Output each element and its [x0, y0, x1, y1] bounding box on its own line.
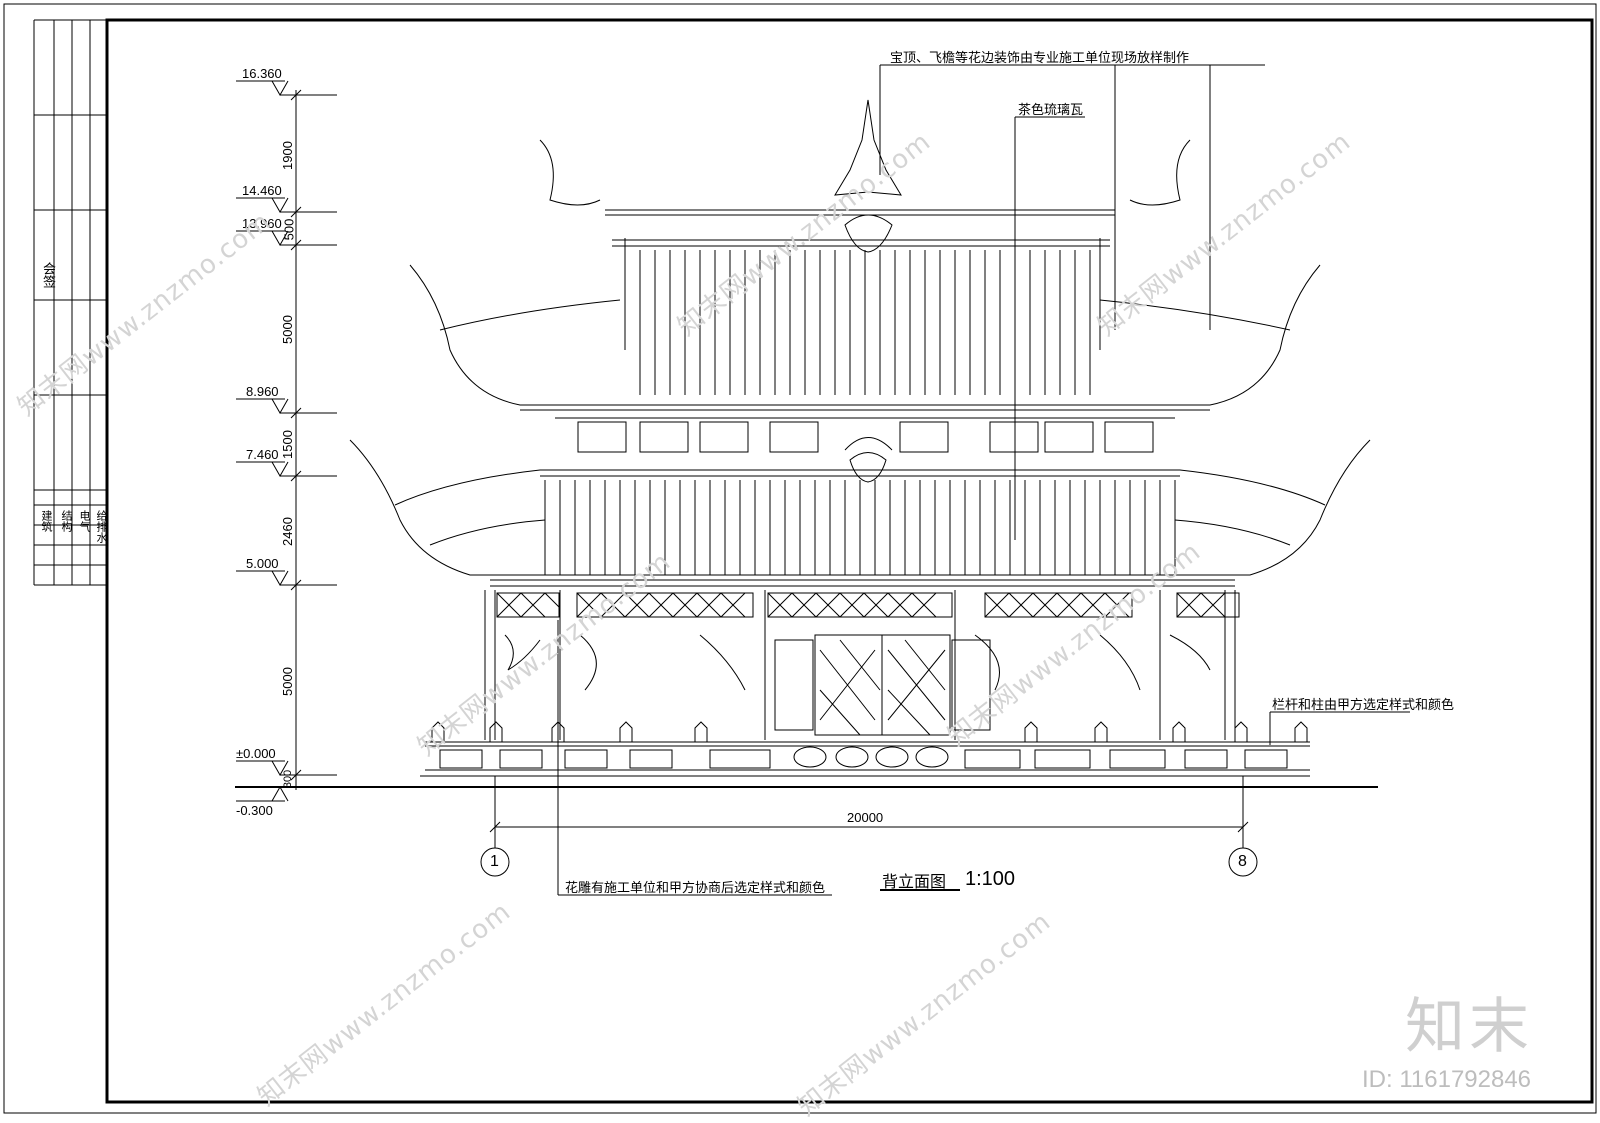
title-block-row-plumbing: 给排水 [95, 510, 108, 543]
axis-bubble-1 [480, 847, 510, 877]
outer-border [3, 3, 1597, 1114]
title-block [33, 19, 107, 586]
watermark-id: ID: 1161792846 [1362, 1066, 1532, 1093]
elevation-markers [236, 80, 289, 802]
drawing-title: 背立面图 [882, 872, 947, 891]
ground-floor-structure [484, 590, 1240, 740]
note-glazed-tile: 茶色琉璃瓦 [1018, 103, 1084, 118]
dimension-label: 1500 [279, 430, 295, 459]
horizontal-dimension [489, 776, 1249, 848]
note-ornament-fabrication: 宝顶、飞檐等花边装饰由专业施工单位现场放样制作 [890, 51, 1190, 66]
axis-label-1: 1 [490, 853, 499, 870]
overall-width-dimension: 20000 [847, 810, 884, 825]
dimension-label: 500 [281, 218, 297, 241]
dimension-label: 1900 [279, 141, 295, 170]
elevation-label: 16.360 [242, 66, 282, 81]
elevation-label: 14.460 [242, 183, 282, 198]
leader-lines [557, 64, 1410, 896]
elevation-label: -0.300 [236, 803, 273, 818]
elevation-label: 13.960 [242, 216, 282, 231]
elevation-label: 7.460 [246, 447, 279, 462]
drawing-scale: 1:100 [965, 868, 1016, 890]
title-block-row-electrical: 电气 [78, 510, 91, 532]
vertical-dimension-chain [280, 89, 337, 790]
title-block-row-structure: 结构 [60, 510, 73, 532]
note-carving: 花雕有施工单位和甲方协商后选定样式和颜色 [565, 881, 826, 896]
elevation-label: 8.960 [246, 384, 279, 399]
watermark-brand: 知末 [1405, 992, 1533, 1062]
inner-frame [105, 18, 1594, 1104]
axis-bubble-8 [1228, 847, 1258, 877]
dimension-label: 2460 [279, 517, 295, 546]
elevation-label: 5.000 [246, 556, 279, 571]
elevation-label: ±0.000 [236, 746, 276, 761]
axis-label-8: 8 [1238, 853, 1247, 870]
dimension-label: 5000 [279, 667, 295, 696]
title-block-header: 会签 [40, 262, 55, 288]
title-block-row-architecture: 建筑 [40, 510, 53, 532]
railing [425, 721, 1310, 771]
dimension-label: 300 [282, 769, 295, 789]
note-railing: 栏杆和柱由甲方选定样式和颜色 [1272, 698, 1455, 713]
lower-roof [349, 439, 1371, 587]
upper-floor [555, 417, 1175, 453]
dimension-label: 5000 [279, 315, 295, 344]
upper-roof [409, 99, 1321, 411]
